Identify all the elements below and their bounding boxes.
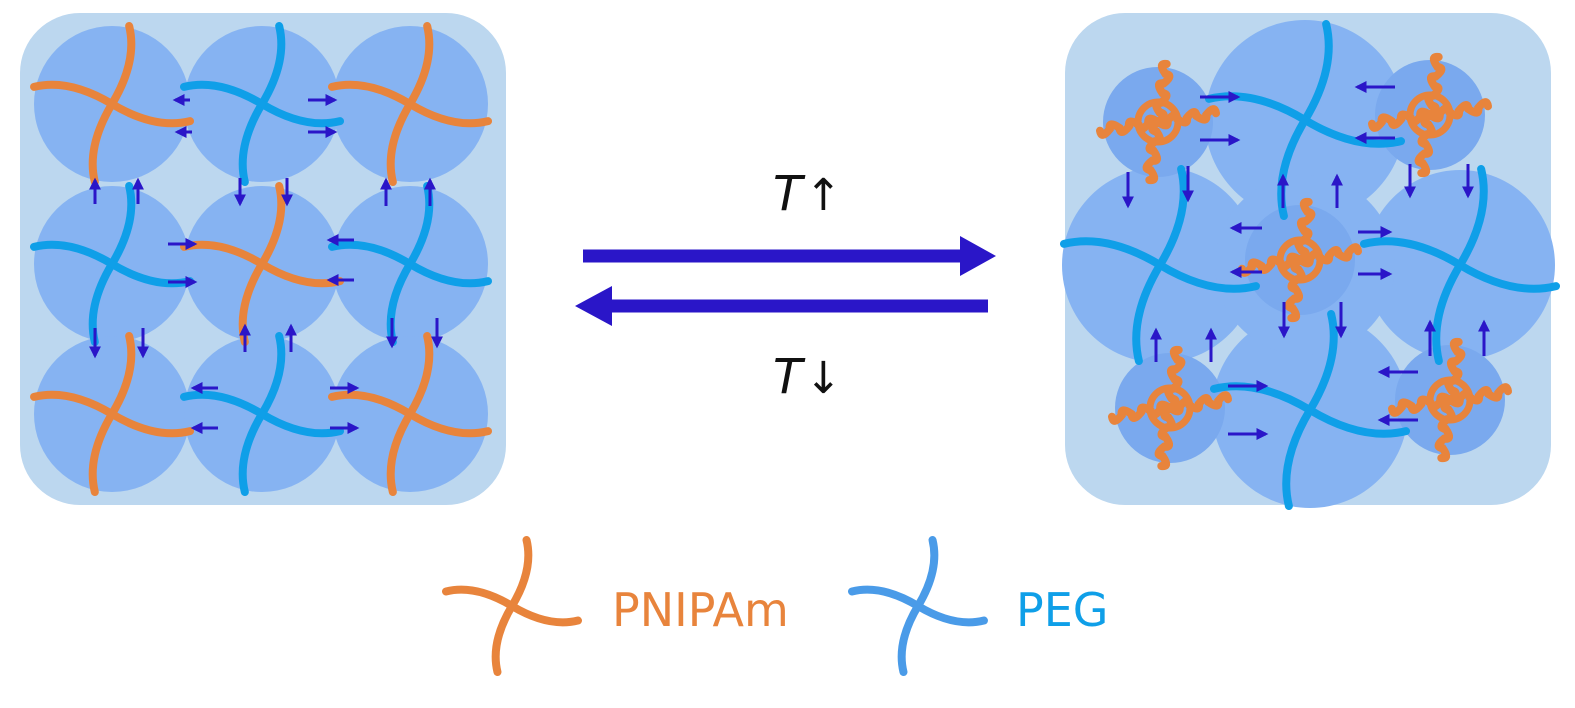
peg-star-icon <box>848 536 988 676</box>
peg-star-chain <box>180 22 344 186</box>
forward-temperature-var: T <box>773 166 806 222</box>
pnipam-star-chain <box>328 332 492 496</box>
legend-label-pnipam: PNIPAm <box>612 583 789 637</box>
legend-item-pnipam: PNIPAm <box>442 536 789 676</box>
low-temperature-network-panel <box>20 13 506 505</box>
pnipam-star-icon <box>442 536 582 676</box>
collapsed-pnipam-coil <box>1388 337 1512 463</box>
reverse-arrow <box>575 286 988 326</box>
collapsed-pnipam-coil <box>1096 59 1220 185</box>
peg-star-chain <box>180 332 344 496</box>
collapsed-pnipam-coil <box>1238 197 1362 323</box>
collapsed-pnipam-coil <box>1108 345 1232 471</box>
temperature-decrease-label: T ↓ <box>773 349 842 405</box>
pnipam-star-chain <box>328 22 492 186</box>
up-arrow-icon: ↑ <box>805 170 842 221</box>
left-chain-layer <box>30 22 492 496</box>
legend-item-peg: PEG <box>848 536 1108 676</box>
pnipam-star-chain <box>30 332 194 496</box>
pnipam-star-chain <box>30 22 194 186</box>
temperature-increase-label: T ↑ <box>773 166 842 222</box>
legend: PNIPAm PEG <box>442 536 1108 676</box>
reverse-temperature-var: T <box>773 349 806 405</box>
peg-star-glyph <box>848 536 988 676</box>
forward-arrow <box>583 236 996 276</box>
equilibrium-arrows <box>575 236 996 326</box>
pnipam-star-glyph <box>442 536 582 676</box>
down-arrow-icon: ↓ <box>805 353 842 404</box>
peg-star-chain <box>1360 165 1560 365</box>
peg-star-chain <box>1060 165 1260 365</box>
right-force-arrows <box>1122 81 1490 440</box>
right-collapsed-pnipam-layer <box>1096 52 1512 471</box>
collapsed-pnipam-coil <box>1368 52 1492 178</box>
legend-label-peg: PEG <box>1016 583 1108 637</box>
left-force-arrows <box>89 94 443 434</box>
peg-star-chain <box>1210 310 1410 510</box>
high-temperature-network-panel <box>1060 13 1560 510</box>
